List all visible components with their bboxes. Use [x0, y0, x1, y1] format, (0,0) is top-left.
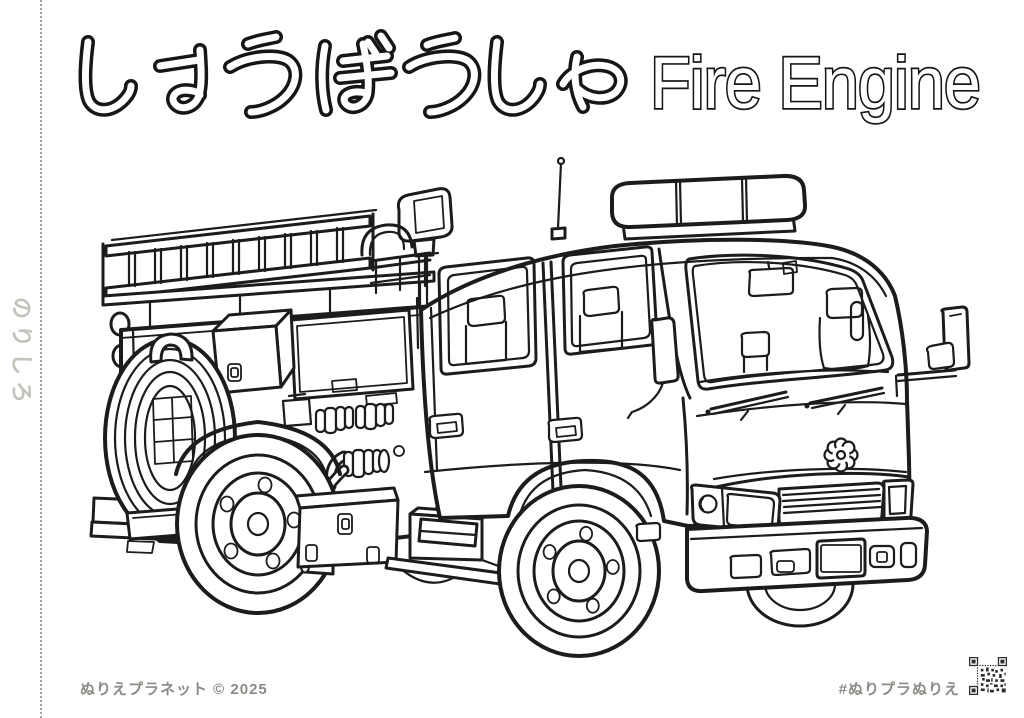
fire-engine-line-art — [89, 156, 971, 658]
right-side-mirrors — [894, 305, 971, 398]
door-handles — [428, 412, 584, 444]
equipment-box — [211, 308, 296, 395]
running-board — [384, 556, 518, 588]
title-english: Fire Engine — [650, 43, 980, 124]
light-bar — [609, 173, 808, 241]
pump-panel — [281, 308, 415, 457]
footer-site-credit: ぬりえプラネット © 2025 — [80, 681, 268, 698]
license-plate — [815, 537, 867, 580]
rear-deck-railing — [360, 223, 432, 295]
dotted-cut-line — [40, 0, 42, 718]
windshield — [684, 253, 895, 391]
front-wheel — [497, 484, 661, 658]
title-japanese-outline — [86, 36, 621, 112]
front-bumper — [685, 515, 929, 594]
door-step — [417, 517, 479, 548]
qr-code — [969, 657, 1007, 695]
glue-margin-label: のりしろ — [9, 297, 34, 410]
interior-mirror — [747, 260, 865, 342]
front-fender — [518, 468, 653, 518]
left-side-mirror — [626, 316, 680, 420]
headlights — [690, 478, 915, 534]
footer-hashtag: #ぬりプラぬりえ — [838, 681, 960, 698]
side-marker-light — [635, 521, 662, 543]
hose-couplings — [314, 402, 395, 486]
fire-emblem — [823, 437, 859, 473]
front-panel — [712, 467, 911, 489]
rear-wheel — [175, 433, 341, 615]
antenna — [550, 156, 567, 241]
windshield-wipers — [695, 386, 908, 422]
